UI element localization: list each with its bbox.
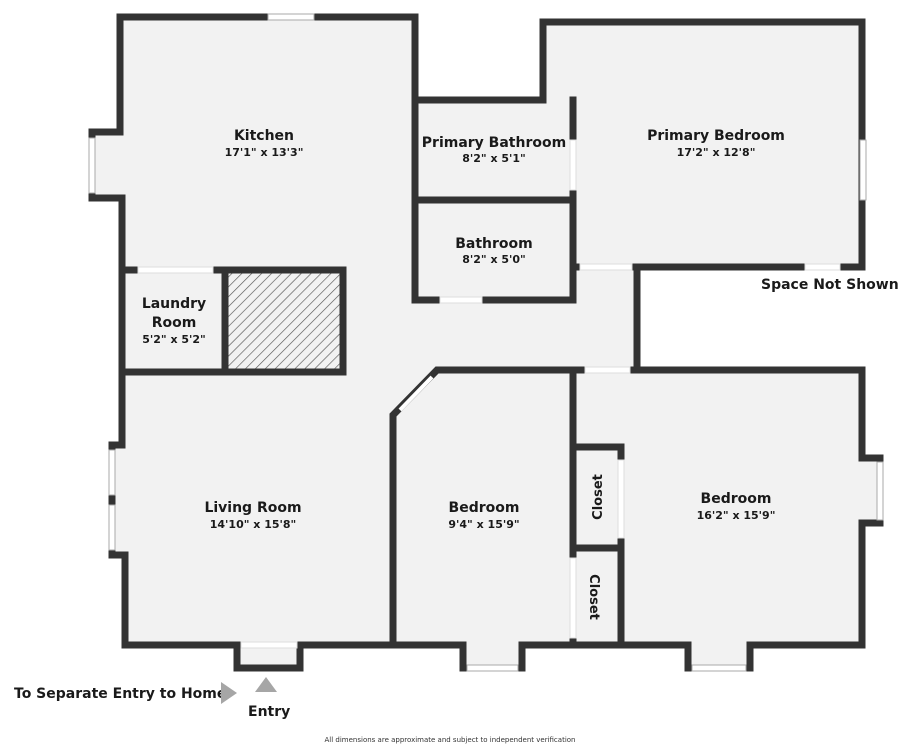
separate-entry-label: To Separate Entry to Home [14, 686, 226, 702]
room-name: Room [152, 315, 197, 331]
room-size: 16'2" x 15'9" [697, 509, 776, 522]
room-size: 17'1" x 13'3" [225, 146, 304, 159]
entry-label: Entry [248, 704, 290, 720]
room-size: 8'2" x 5'0" [462, 253, 526, 266]
exterior-wall [88, 13, 884, 672]
room-name: Primary Bedroom [647, 128, 785, 144]
windows [88, 13, 884, 672]
arrow-right-icon [221, 682, 237, 704]
room-name: Bedroom [449, 500, 520, 516]
room-size: 5'2" x 5'2" [142, 333, 206, 346]
room-name: Closet [586, 574, 601, 620]
room-size: 8'2" x 5'1" [462, 152, 526, 165]
room-name: Bathroom [455, 236, 533, 252]
room-name: Kitchen [234, 128, 294, 144]
room-size: 14'10" x 15'8" [210, 518, 297, 531]
hatched-area [228, 273, 341, 370]
arrow-up-icon [255, 677, 277, 692]
room-name: Closet [591, 474, 606, 520]
room-size: 17'2" x 12'8" [677, 146, 756, 159]
room-name: Primary Bathroom [422, 135, 566, 151]
space-not-shown-label: Space Not Shown [761, 277, 899, 293]
floor-area [92, 17, 880, 668]
room-name: Laundry [142, 296, 206, 312]
disclaimer: All dimensions are approximate and subje… [325, 736, 576, 744]
room-name: Living Room [204, 500, 301, 516]
room-size: 9'4" x 15'9" [448, 518, 519, 531]
room-name: Bedroom [701, 491, 772, 507]
